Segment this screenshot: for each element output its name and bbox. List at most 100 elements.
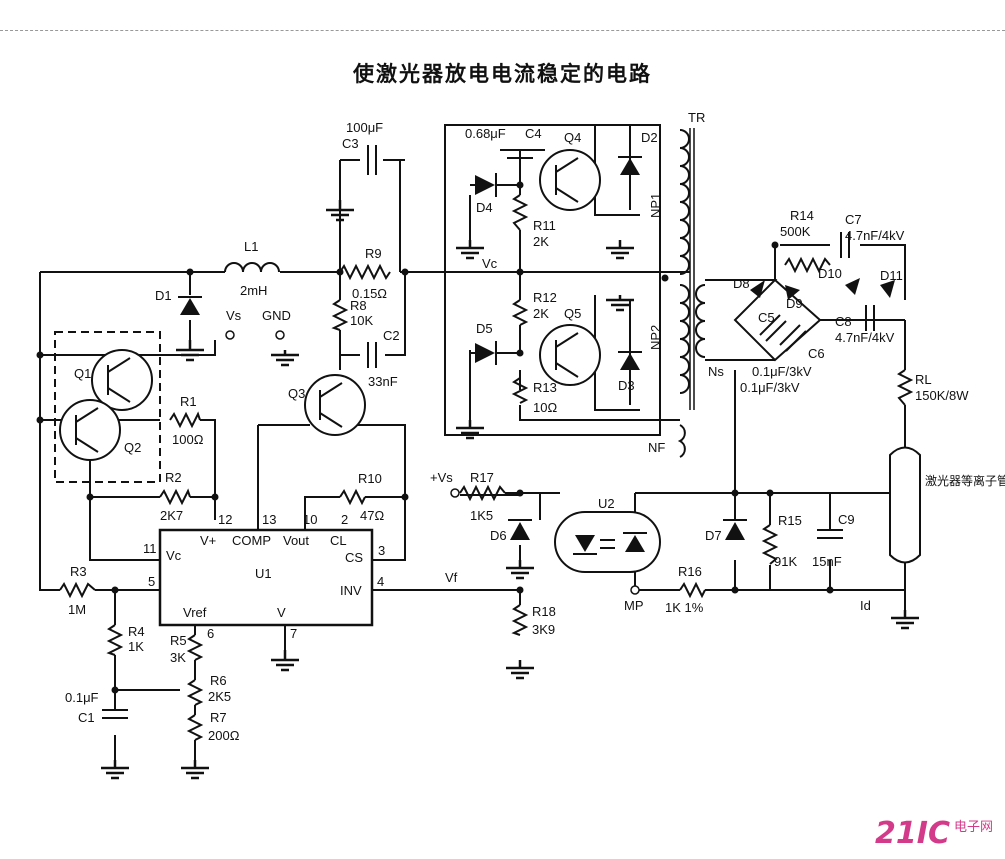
diode-d6: D6 xyxy=(490,519,532,543)
diode-d1: D1 xyxy=(155,288,202,315)
diode-bridge: D8 D9 D10 D11 xyxy=(733,266,903,311)
svg-text:47Ω: 47Ω xyxy=(360,508,384,523)
svg-text:Q4: Q4 xyxy=(564,130,581,145)
svg-text:1K5: 1K5 xyxy=(470,508,493,523)
svg-text:2K7: 2K7 xyxy=(160,508,183,523)
resistor-r2 xyxy=(159,488,191,506)
transistor-q3: Q3 xyxy=(288,374,366,436)
svg-text:RL: RL xyxy=(915,372,932,387)
svg-text:NF: NF xyxy=(648,440,665,455)
svg-text:NP1: NP1 xyxy=(648,193,663,218)
diode-d4: D4 xyxy=(470,173,520,215)
resistor-r15 xyxy=(761,524,779,565)
laser-tube: 激光器等离子管 xyxy=(889,420,1005,590)
terminals xyxy=(225,330,640,595)
svg-text:6: 6 xyxy=(207,626,214,641)
svg-text:1K 1%: 1K 1% xyxy=(665,600,704,615)
u1-pin-comp: COMP xyxy=(232,533,271,548)
svg-text:R3: R3 xyxy=(70,564,87,579)
resistor-r17 xyxy=(459,484,506,502)
svg-text:NP2: NP2 xyxy=(648,325,663,350)
diode-d3: D3 xyxy=(618,351,642,393)
svg-text:D4: D4 xyxy=(476,200,493,215)
resistor-r5 xyxy=(186,634,204,661)
svg-text:2K5: 2K5 xyxy=(208,689,231,704)
page-top-rule xyxy=(0,30,1005,31)
net-labels: Vs GND Vc Vf +Vs MP Id Ns NF TR NP1 NP2 xyxy=(226,110,871,613)
svg-text:Vc: Vc xyxy=(482,256,498,271)
component-labels: L1 2mH R9 0.15Ω R8 10K 100μF C3 C2 33nF … xyxy=(65,120,969,743)
svg-text:R6: R6 xyxy=(210,673,227,688)
resistor-r7 xyxy=(186,714,204,741)
svg-text:Q5: Q5 xyxy=(564,306,581,321)
svg-text:C8: C8 xyxy=(835,314,852,329)
svg-text:GND: GND xyxy=(262,308,291,323)
svg-text:R8: R8 xyxy=(350,298,367,313)
svg-text:0.68μF: 0.68μF xyxy=(465,126,506,141)
transistor-q5: Q5 xyxy=(539,306,601,386)
svg-text:D7: D7 xyxy=(705,528,722,543)
u1-pin-inv: INV xyxy=(340,583,362,598)
svg-text:C6: C6 xyxy=(808,346,825,361)
resistor-r18 xyxy=(511,604,529,636)
resistor-r16 xyxy=(679,581,706,599)
resistors xyxy=(59,194,914,741)
svg-text:3K: 3K xyxy=(170,650,186,665)
svg-text:2mH: 2mH xyxy=(240,283,267,298)
u1-label: U1 xyxy=(255,566,272,581)
resistor-r13 xyxy=(511,377,529,404)
resistor-r10 xyxy=(339,488,366,506)
svg-text:Q2: Q2 xyxy=(124,440,141,455)
svg-text:R18: R18 xyxy=(532,604,556,619)
svg-text:R17: R17 xyxy=(470,470,494,485)
svg-text:D6: D6 xyxy=(490,528,507,543)
svg-text:0.1μF: 0.1μF xyxy=(65,690,99,705)
svg-text:10K: 10K xyxy=(350,313,373,328)
svg-text:D2: D2 xyxy=(641,130,658,145)
wires xyxy=(39,124,906,760)
svg-text:10: 10 xyxy=(303,512,317,527)
diode-d5: D5 xyxy=(470,321,520,365)
svg-text:4: 4 xyxy=(377,574,384,589)
svg-text:C9: C9 xyxy=(838,512,855,527)
svg-text:200Ω: 200Ω xyxy=(208,728,240,743)
svg-text:11: 11 xyxy=(143,541,157,556)
u1-pin-cl: CL xyxy=(330,533,347,548)
resistor-r3 xyxy=(59,581,96,599)
svg-text:2: 2 xyxy=(341,512,348,527)
svg-text:R13: R13 xyxy=(533,380,557,395)
svg-text:5: 5 xyxy=(148,574,155,589)
svg-text:D8: D8 xyxy=(733,276,750,291)
diagram-title: 使激光器放电电流稳定的电路 xyxy=(353,62,652,86)
svg-text:0.1μF/3kV: 0.1μF/3kV xyxy=(752,364,812,379)
transformer-tr xyxy=(677,128,706,458)
resistor-r8 xyxy=(331,299,349,331)
svg-text:C7: C7 xyxy=(845,212,862,227)
svg-text:D9: D9 xyxy=(786,296,803,311)
capacitor-c1 xyxy=(102,709,128,719)
svg-text:15nF: 15nF xyxy=(812,554,842,569)
svg-text:500K: 500K xyxy=(780,224,811,239)
svg-text:D11: D11 xyxy=(880,268,903,283)
optocoupler-u2: U2 xyxy=(554,496,661,573)
junction-dots xyxy=(36,181,834,694)
svg-text:Ns: Ns xyxy=(708,364,724,379)
svg-text:U2: U2 xyxy=(598,496,615,511)
svg-text:R16: R16 xyxy=(678,564,702,579)
svg-text:150K/8W: 150K/8W xyxy=(915,388,969,403)
svg-text:R1: R1 xyxy=(180,394,197,409)
svg-text:91K: 91K xyxy=(774,554,797,569)
resistor-r9 xyxy=(339,263,391,281)
svg-text:L1: L1 xyxy=(244,239,258,254)
u1-ic: U1 V+ COMP Vout CL Vc CS INV Vref V 12 1… xyxy=(143,512,385,641)
capacitor-c2 xyxy=(367,342,377,368)
svg-text:C4: C4 xyxy=(525,126,542,141)
svg-text:2K: 2K xyxy=(533,306,549,321)
svg-text:Vf: Vf xyxy=(445,570,458,585)
svg-text:R2: R2 xyxy=(165,470,182,485)
capacitor-c4 xyxy=(507,149,533,159)
svg-text:R10: R10 xyxy=(358,471,382,486)
svg-text:2K: 2K xyxy=(533,234,549,249)
svg-text:0.15Ω: 0.15Ω xyxy=(352,286,387,301)
